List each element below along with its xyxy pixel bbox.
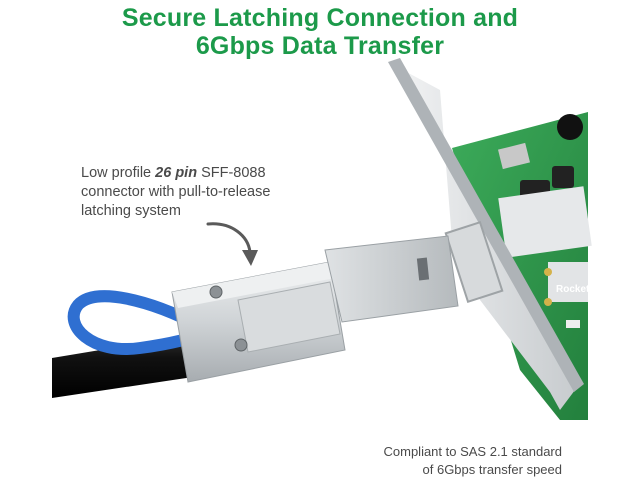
pcb-label <box>566 320 580 328</box>
pcb-shield <box>498 186 592 258</box>
bracket <box>388 58 584 410</box>
sff-8088-connector <box>171 235 459 383</box>
pcb-buzzer <box>557 114 583 140</box>
headline-line-1: Secure Latching Connection and <box>121 4 519 32</box>
callout-emphasis: 26 pin <box>155 165 198 181</box>
connector-callout: Low profile 26 pin SFF-8088 connector wi… <box>81 164 270 221</box>
pcb-chip <box>552 166 574 188</box>
callout-line-3: latching system <box>81 203 181 219</box>
callout-suffix: SFF-8088 <box>197 165 266 181</box>
headline-line-2: 6Gbps Data Transfer <box>195 32 445 60</box>
callout-line-1: Low profile 26 pin SFF-8088 <box>81 164 270 183</box>
pull-tab-loop <box>67 290 209 356</box>
connector-screw <box>209 285 223 299</box>
connector-pins <box>416 257 430 281</box>
headline: Secure Latching Connection and 6Gbps Dat… <box>0 4 640 60</box>
connector-latch <box>237 281 341 353</box>
pcb-component <box>497 142 531 170</box>
connector-screw <box>234 338 248 352</box>
curved-arrow-icon <box>206 222 258 266</box>
pcb-hole <box>544 298 552 306</box>
connector-plug <box>324 235 459 323</box>
compliance-note: Compliant to SAS 2.1 standard of 6Gbps t… <box>384 443 563 479</box>
callout-prefix: Low profile <box>81 165 156 181</box>
pcb-hole <box>544 268 552 276</box>
compliance-line-1: Compliant to SAS 2.1 standard <box>383 444 563 459</box>
board-label: Rocket <box>556 284 590 295</box>
pcb-connector <box>548 262 588 302</box>
bracket-port <box>444 220 504 304</box>
bracket-edge <box>388 58 584 392</box>
callout-line-2: connector with pull-to-release <box>81 184 271 200</box>
compliance-line-2: of 6Gbps transfer speed <box>422 462 562 477</box>
